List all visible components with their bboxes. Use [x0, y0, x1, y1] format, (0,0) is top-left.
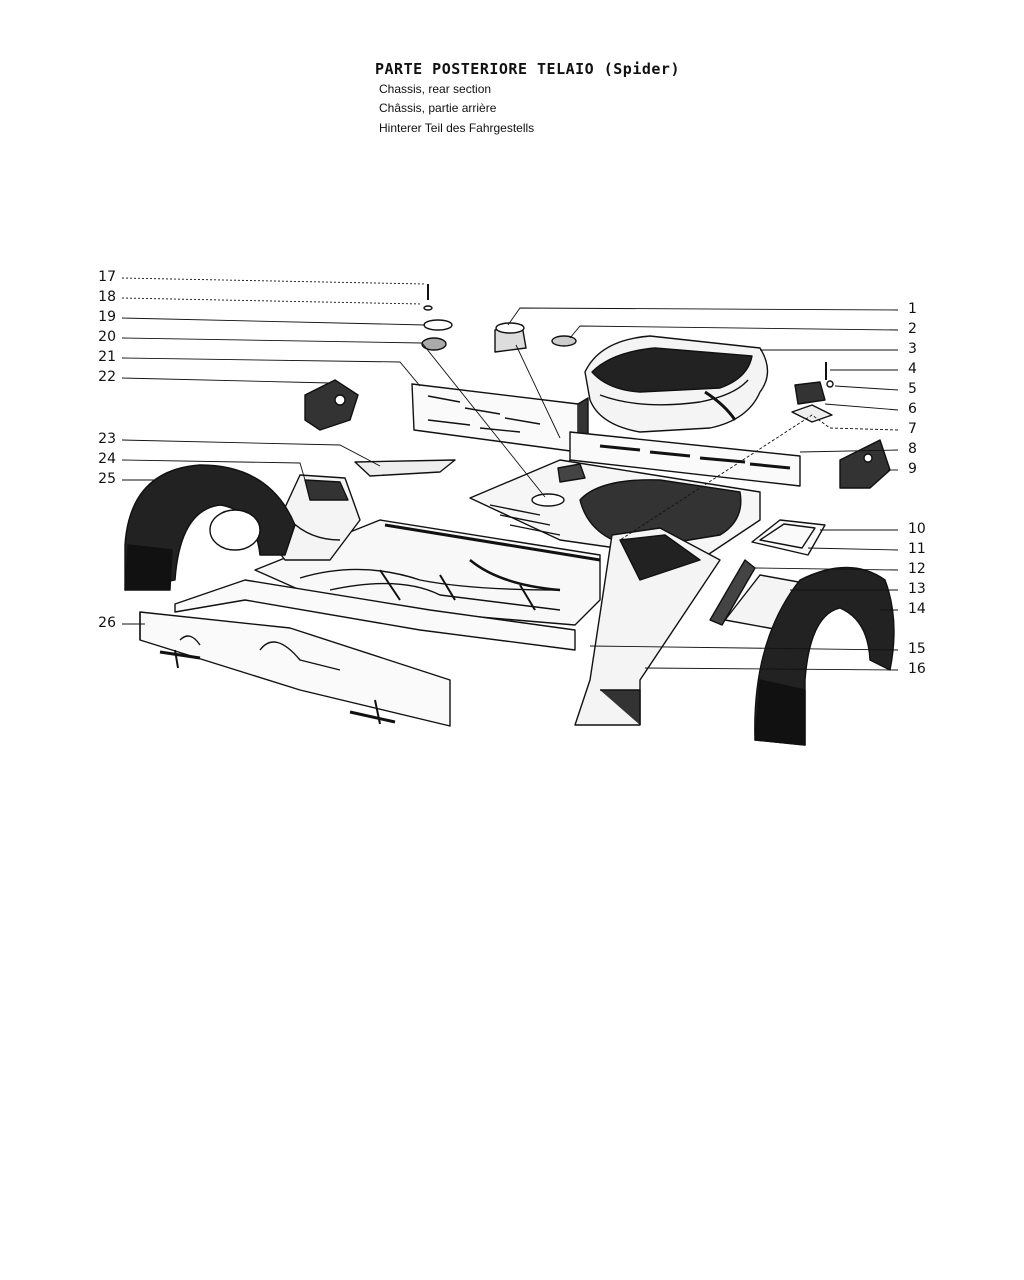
leader-21: [121, 357, 421, 387]
callout-10: 10: [908, 521, 926, 537]
callout-8: 8: [908, 441, 917, 457]
callout-26: 26: [98, 615, 116, 631]
callout-5: 5: [908, 381, 917, 397]
part-right-hinge-bracket: [839, 439, 891, 489]
leader-8: [799, 449, 899, 453]
part-central-floor-pan: [254, 519, 601, 626]
callout-19: 19: [98, 309, 116, 325]
callout-1: 1: [908, 301, 917, 317]
callout-16: 16: [908, 661, 926, 677]
part-square-plate: [751, 519, 826, 556]
leader-2: [569, 325, 899, 339]
callout-20: 20: [98, 329, 116, 345]
callout-4: 4: [908, 361, 917, 377]
part-right-wheelhouse: [754, 566, 895, 746]
part-plate-frame: [759, 523, 816, 549]
part-mount-bushing-1: [494, 322, 527, 353]
part-washer-18: [423, 305, 433, 311]
leader-15: [589, 645, 899, 651]
callout-14: 14: [908, 601, 926, 617]
callout-22: 22: [98, 369, 116, 385]
part-nut-5: [826, 380, 834, 388]
subtitle-french: Châssis, partie arrière: [379, 101, 497, 115]
leader-22: [121, 377, 331, 384]
leader-11: [807, 547, 899, 551]
leader-16: [644, 667, 899, 671]
part-floor-side-rail: [174, 579, 576, 651]
leader-23: [121, 439, 381, 467]
part-front-cross-beam: [139, 611, 451, 727]
leader-12: [754, 567, 899, 571]
leader-17: [121, 277, 426, 285]
part-spare-wheel-well: [584, 335, 769, 433]
part-mount-plate-7: [791, 404, 833, 423]
part-left-suspension-tower: [269, 474, 361, 561]
callout-18: 18: [98, 289, 116, 305]
part-rear-cross-member: [411, 383, 589, 453]
leader-20: [121, 337, 546, 498]
callout-15: 15: [908, 641, 926, 657]
callout-7: 7: [908, 421, 917, 437]
part-grommet-20: [421, 337, 447, 351]
leader-6: [824, 403, 899, 411]
leader-1: [507, 307, 899, 326]
part-cap-19: [423, 319, 453, 331]
callout-13: 13: [908, 581, 926, 597]
callout-6: 6: [908, 401, 917, 417]
subtitle-english: Chassis, rear section: [379, 82, 492, 96]
callout-12: 12: [908, 561, 926, 577]
leader-24: [121, 459, 306, 481]
callout-17: 17: [98, 269, 116, 285]
callout-24: 24: [98, 451, 116, 467]
part-right-rear-sill: [564, 431, 801, 487]
part-washer-2: [551, 335, 577, 347]
callout-2: 2: [908, 321, 917, 337]
callout-21: 21: [98, 349, 116, 365]
part-left-wheelhouse: [124, 464, 296, 591]
callout-25: 25: [98, 471, 116, 487]
page-title: PARTE POSTERIORE TELAIO (Spider): [375, 60, 680, 78]
leader-18: [121, 297, 423, 305]
callout-3: 3: [908, 341, 917, 357]
subtitle-german: Hinterer Teil des Fahrgestells: [379, 121, 535, 135]
leader-5: [834, 385, 899, 391]
part-right-longitudinal-member: [574, 527, 721, 726]
part-left-hinge-bracket: [304, 379, 359, 431]
callout-11: 11: [908, 541, 926, 557]
part-mount-block-6: [794, 381, 826, 405]
part-small-bracket-plate: [354, 459, 456, 477]
callout-9: 9: [908, 461, 917, 477]
leader-1b: [515, 344, 561, 439]
leader-19: [121, 317, 426, 326]
callout-23: 23: [98, 431, 116, 447]
